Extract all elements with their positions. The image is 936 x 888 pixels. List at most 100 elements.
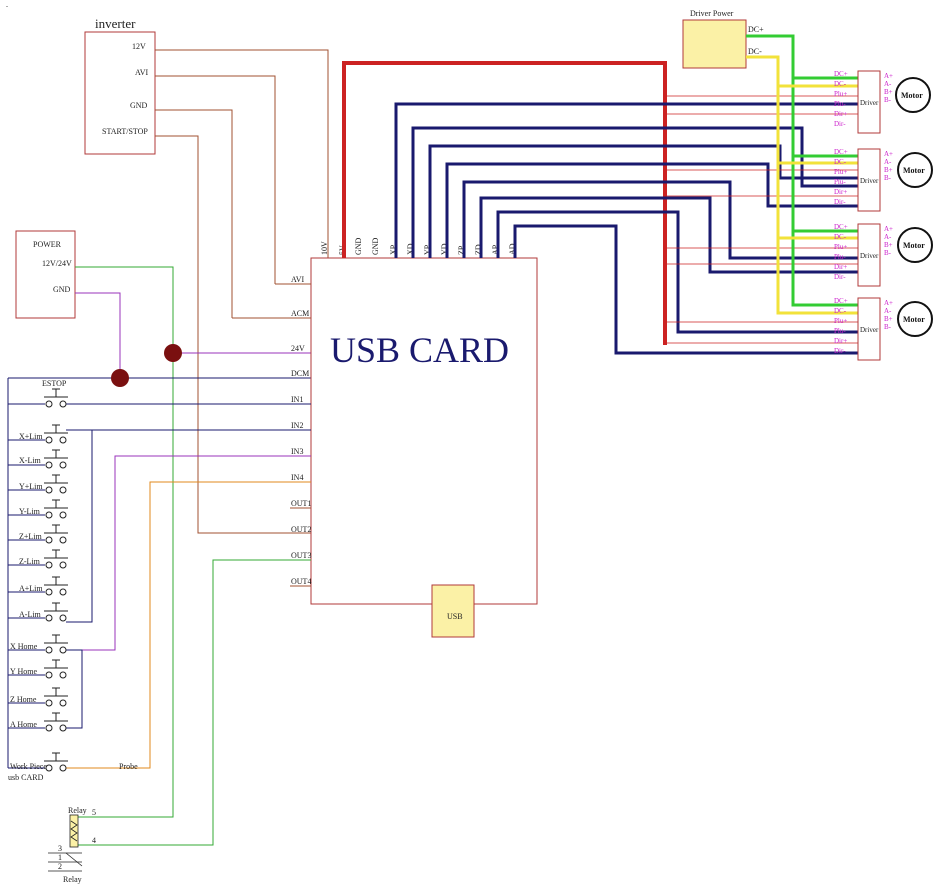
driver-2-dc-plus: DC+ [834,148,848,156]
switch-y-minus-lim[interactable]: Y-Lim [8,499,68,519]
top-pin-ap: AP [491,244,500,255]
motor-4-label: Motor [903,315,925,324]
driver-2-a-plus: A+ [884,150,893,158]
switch-z-minus-lim[interactable]: Z-Lim [8,549,68,569]
switch-label-y-minus-lim: Y-Lim [19,507,41,516]
driver-1-a-minus: A- [884,80,892,88]
top-pin-gnd-1: GND [354,237,363,255]
driver-4-plu-plus: Plu+ [834,317,847,325]
power-pin-gnd: GND [53,285,71,294]
left-pin-out4: OUT4 [291,577,311,586]
driver-4-dc-plus: DC+ [834,297,848,305]
inverter-title: inverter [95,16,136,31]
switch-label-a-home: A Home [10,720,37,729]
left-pin-avi: AVI [291,275,305,284]
left-pin-out2: OUT2 [291,525,311,534]
left-pin-dcm: DCM [291,369,309,378]
switch-x-plus-lim[interactable]: X+Lim [8,424,68,444]
step-dir-wires [342,61,858,355]
driver-4-a-plus: A+ [884,299,893,307]
top-pin-zd: ZD [474,244,483,255]
driver-4-a-minus: A- [884,307,892,315]
top-pin-zp: ZP [457,245,466,255]
switch-group: ESTOP X+Lim X-Lim Y+Lim Y-Lim [8,379,68,772]
switch-a-plus-lim[interactable]: A+Lim [8,576,68,596]
motor-2-label: Motor [903,166,925,175]
relay-pin-2: 2 [58,862,62,871]
driver-1-dir-minus: Dir- [834,120,846,128]
driver-1-dc-minus: DC- [834,80,847,88]
switch-y-plus-lim[interactable]: Y+Lim [8,474,68,494]
switch-label-y-home: Y Home [10,667,37,676]
driver-3-b-plus: B+ [884,241,893,249]
relay: Relay 5 4 3 1 2 Relay [48,806,96,884]
driver-power-block: Driver Power DC+ DC- [682,9,764,69]
usb-card-top-pins: 10V 5V GND GND XP XD YP YD ZP ZD AP AD [320,237,517,255]
switch-label-z-home: Z Home [10,695,37,704]
driver-1-b-minus: B- [884,96,892,104]
top-pin-yp: YP [423,244,432,255]
driver-power-title: Driver Power [690,9,734,18]
driver-3-dir-minus: Dir- [834,273,846,281]
switch-label-estop: ESTOP [42,379,67,388]
usb-card-title: USB CARD [330,330,509,370]
top-pin-xp: XP [389,244,398,255]
driver-4-b-minus: B- [884,323,892,331]
switch-label-z-plus-lim: Z+Lim [19,532,43,541]
driver-3: Driver DC+ DC- Plu+ Plu- Dir+ Dir- A+ A-… [834,223,933,287]
power-pin-12v-24v: 12V/24V [42,259,72,268]
switch-z-plus-lim[interactable]: Z+Lim [8,524,68,544]
driver-2-plu-plus: Plu+ [834,168,847,176]
driver-2-a-minus: A- [884,158,892,166]
switch-y-home[interactable]: Y Home [8,659,68,679]
driver-2-b-minus: B- [884,174,892,182]
driver-4: Driver DC+ DC- Plu+ Plu- Dir+ Dir- A+ A-… [834,297,933,361]
motor-3 [897,227,933,263]
switch-label-x-home: X Home [10,642,38,651]
driver-2-plu-minus: Plu- [834,178,846,186]
switch-estop[interactable]: ESTOP [8,379,68,408]
driver-3-dc-plus: DC+ [834,223,848,231]
switch-a-home[interactable]: A Home [8,712,68,732]
switch-label-a-minus-lim: A-Lim [19,610,42,619]
switch-label-a-plus-lim: A+Lim [19,584,43,593]
relay-pin-5: 5 [92,808,96,817]
switch-x-minus-lim[interactable]: X-Lim [8,449,68,469]
probe-label: Probe [119,762,138,771]
inverter-pin-start-stop: START/STOP [102,127,148,136]
driver-2-dir-minus: Dir- [834,198,846,206]
driver-2-dc-minus: DC- [834,158,847,166]
switch-z-home[interactable]: Z Home [8,687,68,707]
driver-4-dc-minus: DC- [834,307,847,315]
power-title: POWER [33,240,62,249]
switch-x-home[interactable]: X Home [8,634,68,654]
driver-power-dc-plus: DC+ [748,25,764,34]
driver-2-b-plus: B+ [884,166,893,174]
driver-1-plu-plus: Plu+ [834,90,847,98]
driver-4-plu-minus: Plu- [834,327,846,335]
usb-card-small-label: usb CARD [8,773,44,782]
driver-4-dir-minus: Dir- [834,347,846,355]
left-pin-acm: ACM [291,309,309,318]
relay-label: Relay [68,806,87,815]
switch-work-piece[interactable]: Work Piece [8,752,68,772]
switch-a-minus-lim[interactable]: A-Lim [8,602,68,622]
driver-1-a-plus: A+ [884,72,893,80]
usb-card: USB CARD USB [310,257,538,638]
left-pin-24v: 24V [291,344,305,353]
driver-4-label: Driver [860,326,879,334]
driver-3-b-minus: B- [884,249,892,257]
motor-3-label: Motor [903,241,925,250]
driver-4-b-plus: B+ [884,315,893,323]
top-pin-ad: AD [508,243,517,255]
top-pin-yd: YD [440,243,449,255]
inverter-wires [155,49,329,534]
inverter-pin-avi: AVI [135,68,149,77]
left-pin-out3: OUT3 [291,551,311,560]
top-pin-gnd-2: GND [371,237,380,255]
top-pin-xd: XD [406,243,415,255]
switch-label-work-piece: Work Piece [10,762,47,771]
driver-1-dc-plus: DC+ [834,70,848,78]
switch-label-y-plus-lim: Y+Lim [19,482,43,491]
